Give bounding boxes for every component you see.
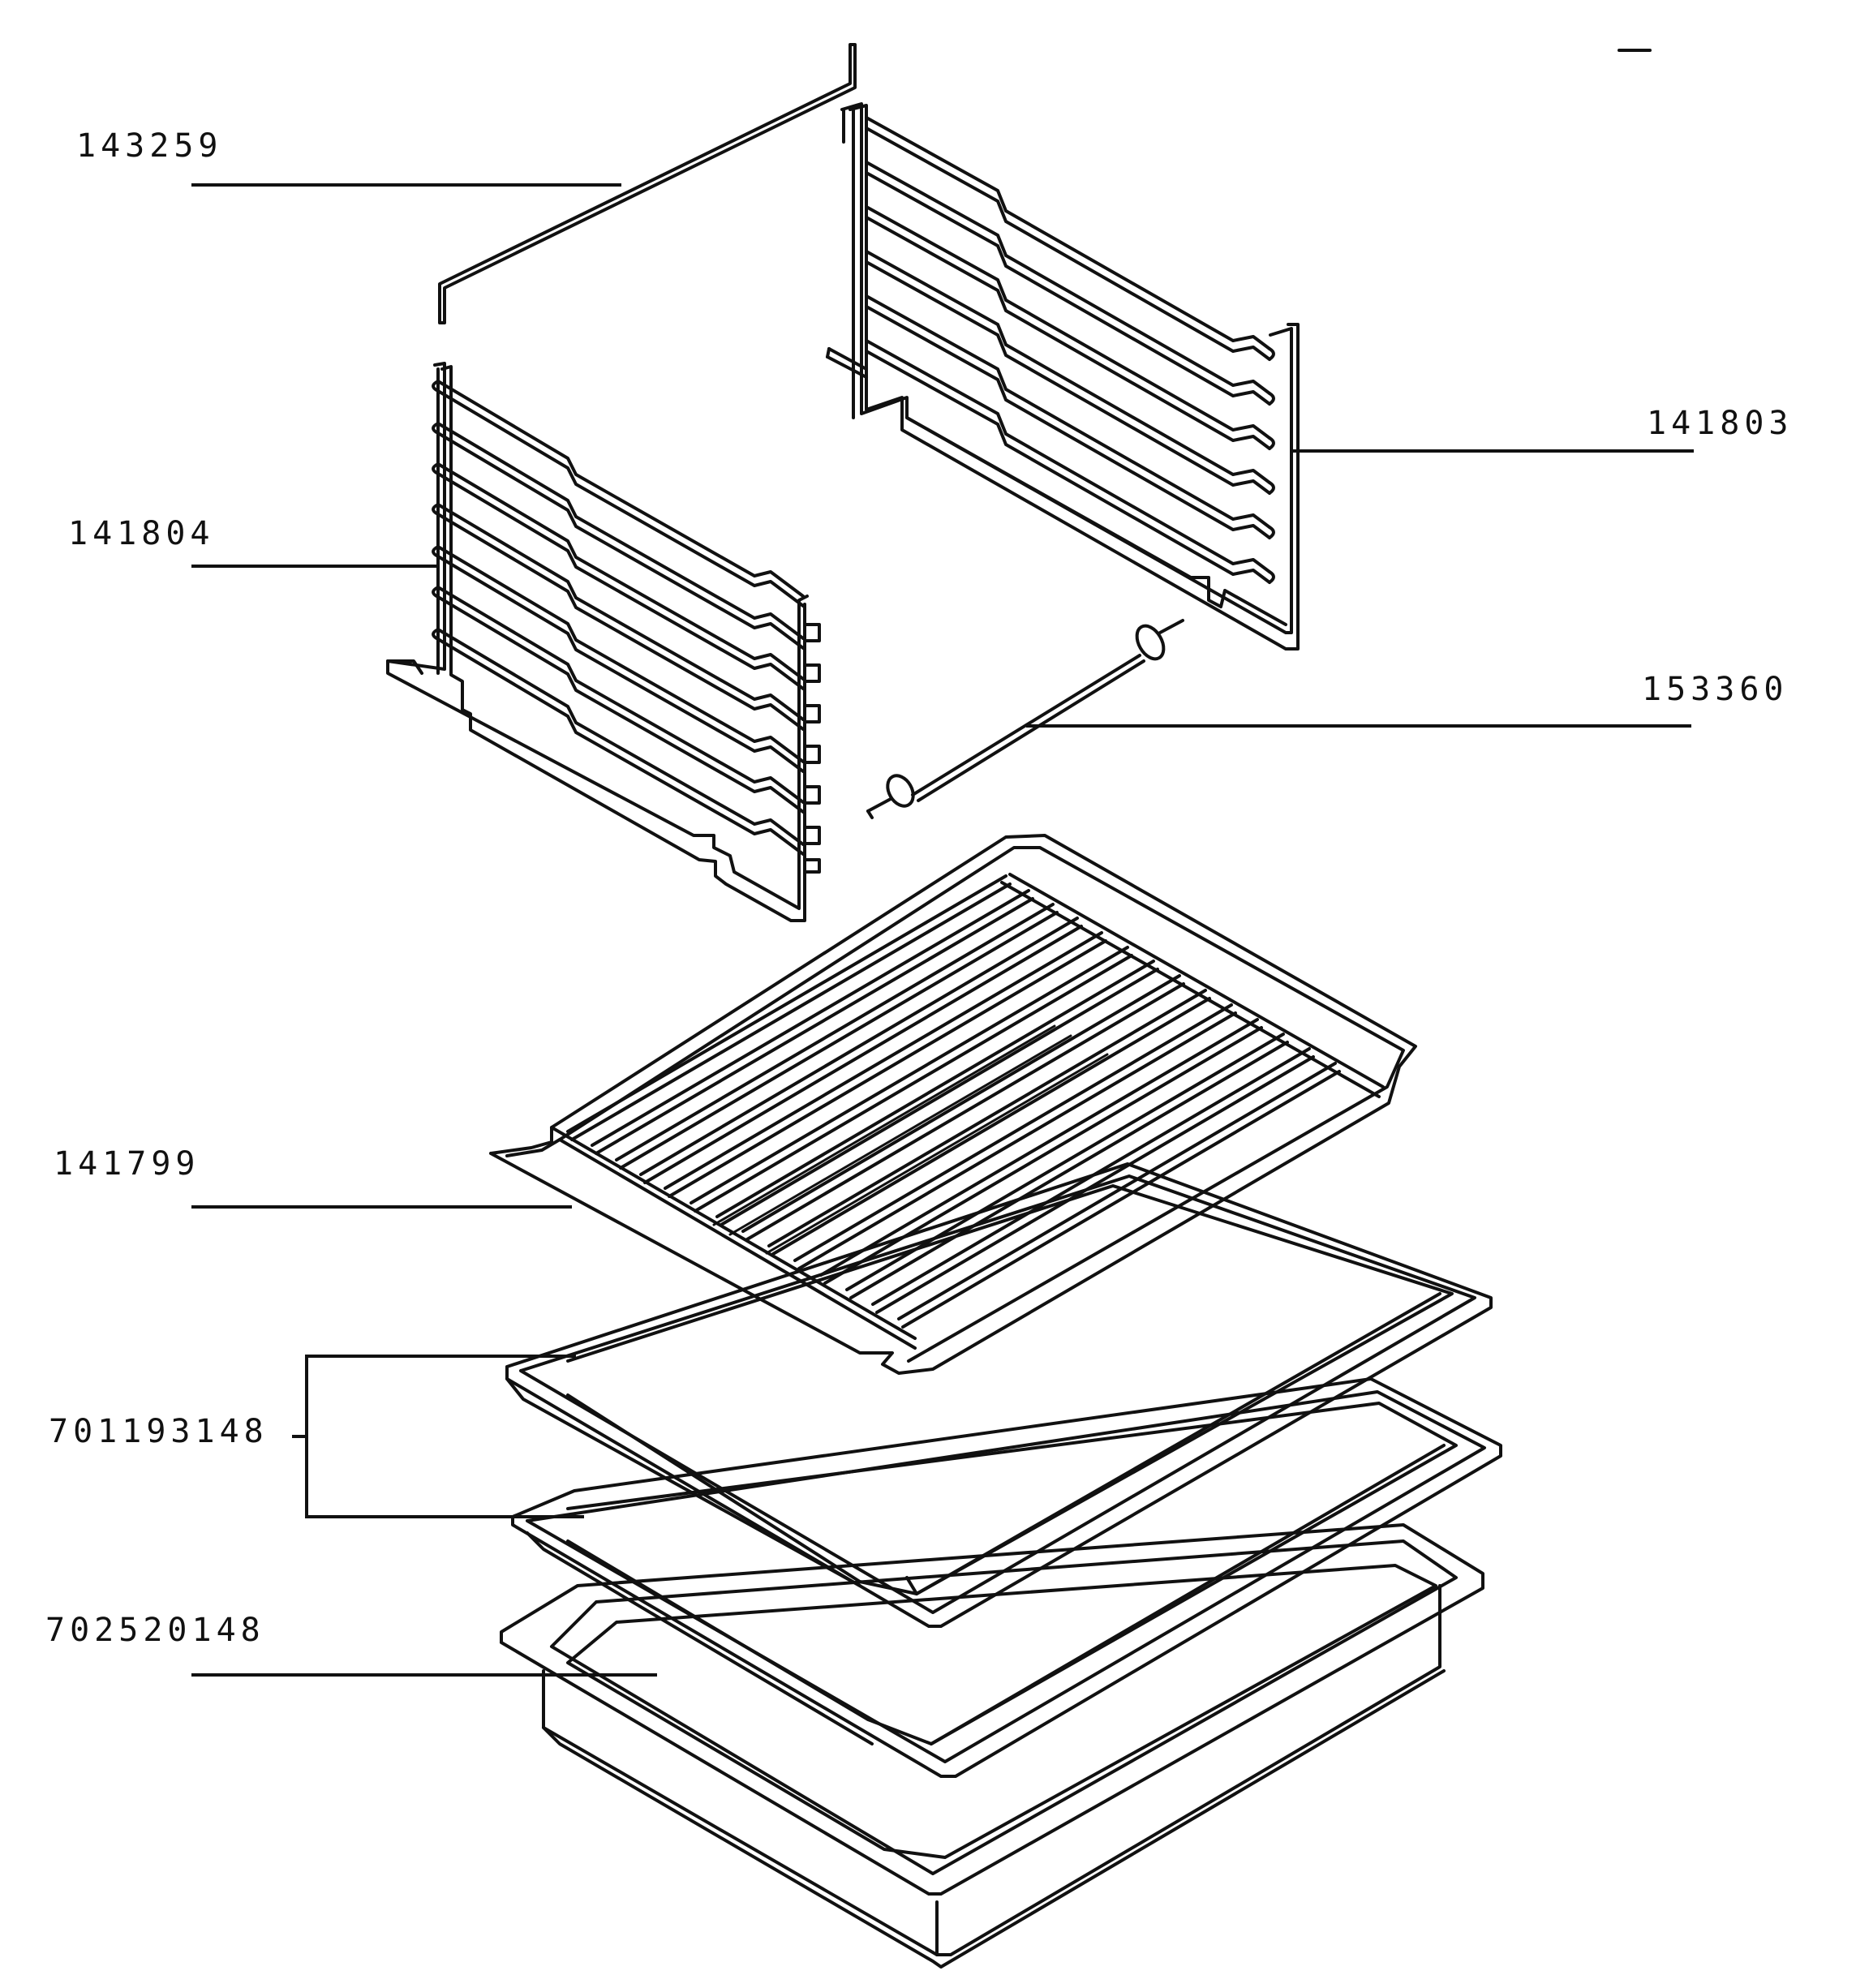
part-number-label-141799: 141799	[54, 1145, 200, 1183]
part-number-label-143259: 143259	[76, 127, 223, 165]
part-number-label-141804: 141804	[68, 515, 215, 552]
wire-shelf-rack	[489, 834, 1417, 1375]
flat-baking-tray-lower	[511, 1377, 1502, 1778]
part-number-label-701193148: 701193148	[49, 1413, 269, 1450]
support-rod-with-knobs	[866, 619, 1184, 819]
part-number-label-141803: 141803	[1647, 405, 1794, 442]
deep-roasting-pan	[500, 1523, 1484, 1969]
leader-bracket-701193148	[305, 1355, 584, 1518]
left-side-shelf-support	[386, 362, 821, 922]
part-number-label-153360: 153360	[1642, 671, 1789, 708]
flat-baking-tray-upper	[505, 1162, 1493, 1628]
right-side-shelf-support	[826, 102, 1300, 651]
top-brace-rod	[438, 43, 857, 324]
part-number-label-702520148: 702520148	[45, 1612, 265, 1649]
